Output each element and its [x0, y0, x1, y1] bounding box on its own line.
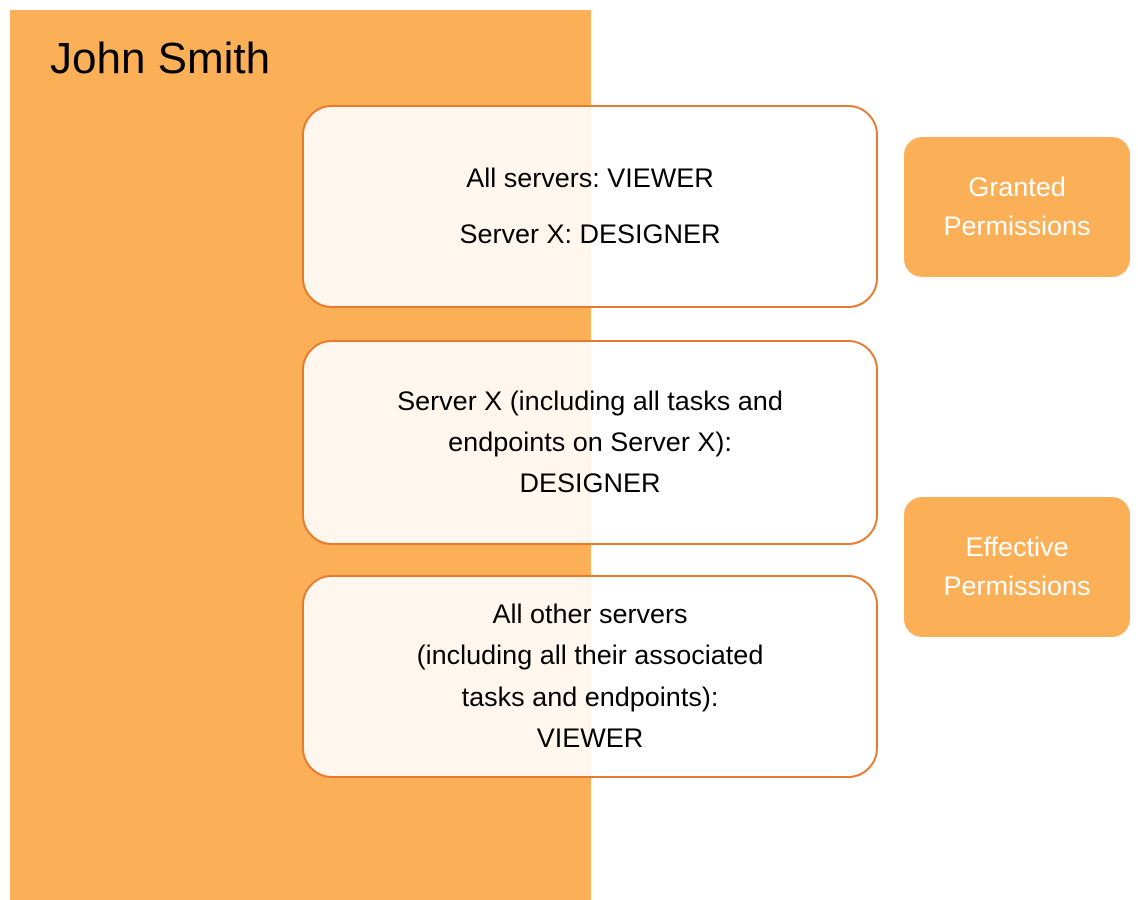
granted-permissions-text: All servers: VIEWER Server X: DESIGNER [304, 151, 876, 262]
badge-line: Granted [968, 171, 1066, 202]
card-line: Server X: DESIGNER [459, 218, 721, 249]
card-line: tasks and endpoints): [461, 681, 719, 712]
badge-line: Permissions [943, 571, 1091, 601]
legend-badge-effective-permissions: Effective Permissions [904, 497, 1130, 637]
card-line: DESIGNER [519, 468, 661, 499]
card-line: All other servers [492, 599, 688, 630]
effective-permissions-other-servers-text: All other servers (including all their a… [304, 594, 876, 758]
effective-permissions-other-servers-card: All other servers (including all their a… [302, 575, 878, 778]
card-line: (including all their associated [416, 640, 764, 671]
effective-permissions-server-x-card: Server X (including all tasks and endpoi… [302, 340, 878, 545]
granted-permissions-card: All servers: VIEWER Server X: DESIGNER [302, 105, 878, 308]
user-name-label: John Smith [50, 34, 271, 83]
effective-permissions-server-x-text: Server X (including all tasks and endpoi… [304, 381, 876, 504]
card-line: endpoints on Server X): [448, 426, 732, 457]
badge-line: Effective [965, 531, 1069, 562]
card-line: All servers: VIEWER [466, 163, 714, 194]
legend-badge-effective-text: Effective Permissions [943, 528, 1090, 606]
legend-badge-granted-permissions: Granted Permissions [904, 137, 1130, 277]
legend-badge-granted-text: Granted Permissions [943, 168, 1090, 246]
card-line: VIEWER [536, 722, 644, 753]
card-line: Server X (including all tasks and [397, 385, 783, 416]
badge-line: Permissions [943, 211, 1091, 241]
